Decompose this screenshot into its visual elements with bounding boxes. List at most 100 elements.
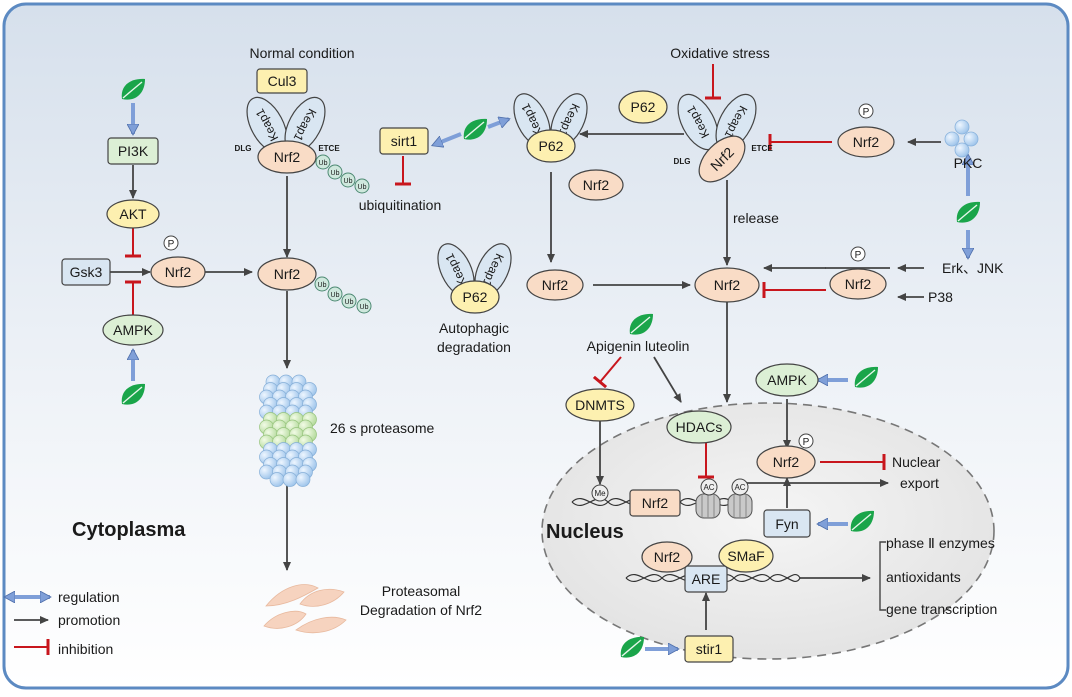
smaf-label: SMaF (727, 548, 764, 564)
nrf2-phospho-erk: Nrf2 P (829, 246, 887, 300)
keap1-dimer-normal: Keap1 Keap1 Nrf2 DLG ETCE (235, 96, 340, 174)
autophagic-label-1: Autophagic (439, 320, 509, 336)
ac-label: AC (734, 483, 745, 492)
proteasome-subunit (269, 472, 285, 487)
nrf2-label: Nrf2 (274, 266, 301, 282)
p62-label: P62 (463, 289, 488, 305)
proteasome-subunit (282, 472, 298, 487)
phase2-enzymes-label: phase Ⅱ enzymes (886, 535, 995, 551)
cul3-label: Cul3 (268, 73, 297, 89)
phospho-label: P (855, 250, 862, 261)
stir1-node: stir1 (684, 635, 734, 663)
pi3k-label: PI3K (118, 143, 149, 159)
normal-condition-label: Normal condition (249, 45, 354, 61)
oxidative-stress-label: Oxidative stress (670, 45, 770, 61)
sirt1-node: sirt1 (379, 127, 429, 155)
nrf2-label: Nrf2 (773, 454, 800, 470)
nrf2-are-bound: Nrf2 (641, 541, 693, 573)
ub-label: Ub (360, 304, 369, 311)
cytoplasma-label: Cytoplasma (72, 519, 186, 541)
ub-label: Ub (318, 282, 327, 289)
nrf2-label: Nrf2 (853, 134, 880, 150)
etce-label: ETCE (751, 144, 773, 153)
dnmts-label: DNMTS (575, 397, 625, 413)
legend-promotion-label: promotion (58, 612, 120, 628)
nrf2-label: Nrf2 (845, 276, 872, 292)
smaf-node: SMaF (718, 539, 774, 573)
nrf2-gene-box: Nrf2 (629, 489, 681, 517)
gsk3-node: Gsk3 (61, 258, 111, 286)
fyn-node: Fyn (763, 509, 811, 538)
nrf2-released-autophagy: Nrf2 (526, 269, 584, 301)
legend-inhibition-label: inhibition (58, 641, 113, 657)
nrf2-free-mid: Nrf2 (568, 169, 624, 201)
cul3-node: Cul3 (256, 68, 308, 94)
sirt1-label: sirt1 (391, 133, 418, 149)
degradation-label-1: Proteasomal (382, 583, 461, 599)
pkc-label: PKC (954, 155, 983, 171)
output-bracket (879, 541, 886, 611)
p62-free: P62 (618, 90, 668, 124)
pkc-spheres (944, 119, 979, 158)
are-box: ARE (684, 565, 728, 593)
keap1-p62-autophagy: Keap1 Keap1 P62 (437, 243, 512, 314)
pi3k-node: PI3K (107, 137, 159, 165)
gene-transcription-label: gene transcription (886, 601, 997, 617)
fyn-label: Fyn (775, 516, 798, 532)
p38-label: P38 (928, 289, 953, 305)
nuclear-export-label-1: Nuclear (892, 454, 941, 470)
nrf2-label: Nrf2 (274, 149, 301, 165)
ub-label: Ub (358, 184, 367, 191)
inhibition-arrows (125, 64, 886, 479)
nrf2-label: Nrf2 (654, 549, 681, 565)
ampk-label: AMPK (767, 372, 807, 388)
proteasome-subunit (295, 472, 311, 487)
nrf2-phospho-stress: Nrf2 P (837, 103, 895, 158)
keap1-dimer-stress: Keap1 Keap1 Nrf2 DLG ETCE (674, 93, 773, 183)
proteasome-label: 26 s proteasome (330, 420, 434, 436)
ac-label: AC (703, 483, 714, 492)
regulation-arrows (133, 103, 968, 649)
ub-label: Ub (331, 292, 340, 299)
proteasome-26s (259, 374, 317, 487)
ub-label: Ub (344, 178, 353, 185)
degraded-fragments (263, 584, 347, 634)
autophagic-label-2: degradation (437, 339, 511, 355)
hdacs-node: HDACs (666, 410, 732, 444)
p62-label: P62 (631, 99, 656, 115)
promotion-arrows (110, 130, 941, 630)
release-label: release (733, 210, 779, 226)
nrf2-phospho-left: Nrf2 P (150, 235, 206, 288)
legend: regulation promotion inhibition (14, 589, 120, 657)
nrf2-label: Nrf2 (714, 277, 741, 293)
degradation-label-2: Degradation of Nrf2 (360, 602, 482, 618)
nrf2-label: Nrf2 (642, 495, 669, 511)
antioxidants-label: antioxidants (886, 569, 961, 585)
apigenin-luteolin-label: Apigenin luteolin (587, 338, 690, 354)
dlg-label: DLG (674, 157, 691, 166)
nrf2-ubiquitinated: Nrf2 (257, 257, 317, 291)
ub-label: Ub (345, 299, 354, 306)
ub-label: Ub (331, 170, 340, 177)
nrf2-central: Nrf2 (694, 267, 760, 303)
erk-jnk-label: Erk、JNK (942, 260, 1004, 276)
nrf2-label: Nrf2 (583, 177, 610, 193)
phospho-label: P (863, 107, 870, 118)
nucleus-label: Nucleus (546, 521, 624, 543)
legend-regulation-label: regulation (58, 589, 120, 605)
hdacs-label: HDACs (676, 419, 723, 435)
dnmts-node: DNMTS (565, 388, 635, 422)
ub-label: Ub (319, 160, 328, 167)
histone-ac-2: AC (727, 478, 753, 519)
keap1-p62-complex: Keap1 Keap1 P62 (513, 93, 588, 163)
ampk-label: AMPK (113, 322, 153, 338)
me-marker: Me (591, 484, 609, 502)
nuclear-export-label-2: export (900, 475, 939, 491)
ubiquitination-label: ubiquitination (359, 197, 442, 213)
etce-label: ETCE (318, 144, 340, 153)
nrf2-phospho-nucleus: Nrf2 P (756, 433, 816, 479)
phospho-label: P (803, 437, 810, 448)
ampk-node-left: AMPK (102, 314, 164, 346)
nrf2-label: Nrf2 (165, 264, 192, 280)
